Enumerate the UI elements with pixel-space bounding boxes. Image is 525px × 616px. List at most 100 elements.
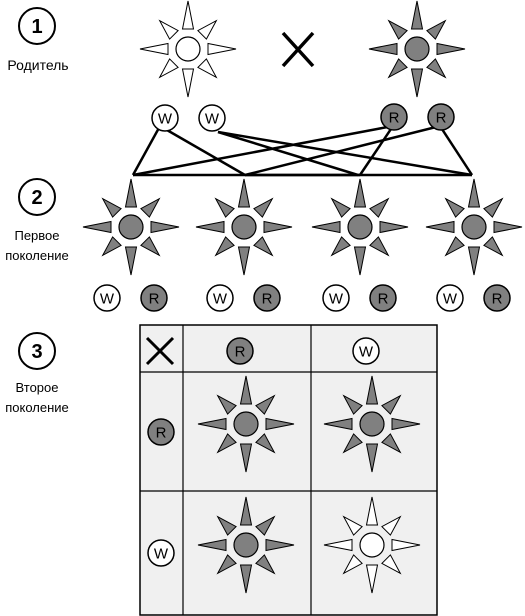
petal <box>323 538 353 552</box>
inheritance-lines <box>131 124 474 177</box>
flower-center <box>231 214 257 240</box>
petal <box>265 538 295 552</box>
flower-center <box>233 411 259 437</box>
punnett-row-allele-2: W <box>147 539 175 567</box>
petal <box>150 220 180 234</box>
parent-cross-mark <box>281 31 315 68</box>
petal <box>391 417 421 431</box>
petal <box>253 197 274 218</box>
petal <box>237 246 251 276</box>
step-1-number-circle <box>18 7 56 45</box>
parent-right-allele-2: R <box>427 103 455 131</box>
petal <box>214 236 235 257</box>
step-2-label-line-2: поколение <box>5 248 69 263</box>
step-3-label-line-1: Второе <box>16 380 59 395</box>
petal <box>239 496 253 526</box>
allele-letter: R <box>492 291 503 308</box>
allele-letter: W <box>213 291 228 308</box>
step-1-label: Родитель <box>7 57 68 73</box>
punnett-background <box>139 324 438 616</box>
parent-flower-red <box>368 0 466 98</box>
allele-circle <box>151 104 179 132</box>
petal <box>197 19 218 40</box>
punnett-header-allele-2: W <box>352 337 380 365</box>
step-1: 1 Родитель <box>7 7 69 73</box>
allele-circle <box>322 284 350 312</box>
first-generation-1-allele-2: R <box>140 284 168 312</box>
petal <box>181 0 195 30</box>
step-2-label-line-1: Первое <box>14 228 59 243</box>
petal <box>237 178 251 208</box>
allele-letter: W <box>154 546 169 563</box>
flower-center <box>404 36 430 62</box>
flower-center <box>347 214 373 240</box>
allele-letter: R <box>378 291 389 308</box>
allele-circle <box>369 284 397 312</box>
petal <box>195 220 225 234</box>
petal <box>368 42 398 56</box>
petal <box>255 554 276 575</box>
allele-circle <box>483 284 511 312</box>
petal <box>381 515 402 536</box>
petal <box>124 178 138 208</box>
petal <box>239 564 253 594</box>
petal <box>467 246 481 276</box>
first-generation-3-allele-1: W <box>322 284 350 312</box>
flower-center <box>461 214 487 240</box>
allele-circle <box>147 418 175 446</box>
petal <box>467 178 481 208</box>
petal <box>101 236 122 257</box>
petal <box>239 443 253 473</box>
punnett-cell-flower-2-1 <box>197 496 295 594</box>
step-2-number-circle <box>18 178 56 216</box>
petal <box>379 220 409 234</box>
allele-letter: W <box>329 291 344 308</box>
parent-right-allele-1: R <box>380 103 408 131</box>
petal <box>353 246 367 276</box>
flower-center <box>233 532 259 558</box>
parent-left-allele-1: W <box>151 104 179 132</box>
parent-left-allele-2: W <box>198 104 226 132</box>
allele-letter: R <box>436 110 447 127</box>
step-2-number: 2 <box>31 187 42 209</box>
petal <box>263 220 293 234</box>
punnett-square <box>139 324 438 616</box>
step-1-number: 1 <box>31 16 42 38</box>
petal <box>265 417 295 431</box>
petal <box>140 236 161 257</box>
allele-circle <box>253 284 281 312</box>
allele-letter: R <box>235 344 246 361</box>
flower-center <box>175 36 201 62</box>
first-generation-flower-1 <box>82 178 180 276</box>
allele-letter: R <box>262 291 273 308</box>
first-generation-2-allele-1: W <box>206 284 234 312</box>
petal <box>139 42 169 56</box>
petal <box>239 375 253 405</box>
first-generation-2-allele-2: R <box>253 284 281 312</box>
step-3-number: 3 <box>31 341 42 363</box>
step-3-number-circle <box>18 332 56 370</box>
punnett-cell-flower-2-2 <box>323 496 421 594</box>
petal <box>140 197 161 218</box>
punnett-header-allele-1: R <box>226 337 254 365</box>
petal <box>369 236 390 257</box>
petal <box>365 443 379 473</box>
petal <box>410 0 424 30</box>
petal <box>387 58 408 79</box>
petal <box>444 197 465 218</box>
petal <box>323 417 353 431</box>
allele-circle <box>198 104 226 132</box>
first-generation-flower-3 <box>311 178 409 276</box>
petal <box>216 515 237 536</box>
petal <box>342 515 363 536</box>
first-generation-4-allele-2: R <box>483 284 511 312</box>
petal <box>342 554 363 575</box>
petal <box>255 433 276 454</box>
petal <box>425 220 455 234</box>
first-generation-1-allele-1: W <box>93 284 121 312</box>
allele-circle <box>436 284 464 312</box>
petal <box>444 236 465 257</box>
petal <box>493 220 523 234</box>
petal <box>197 417 227 431</box>
first-generation-flower-2 <box>195 178 293 276</box>
